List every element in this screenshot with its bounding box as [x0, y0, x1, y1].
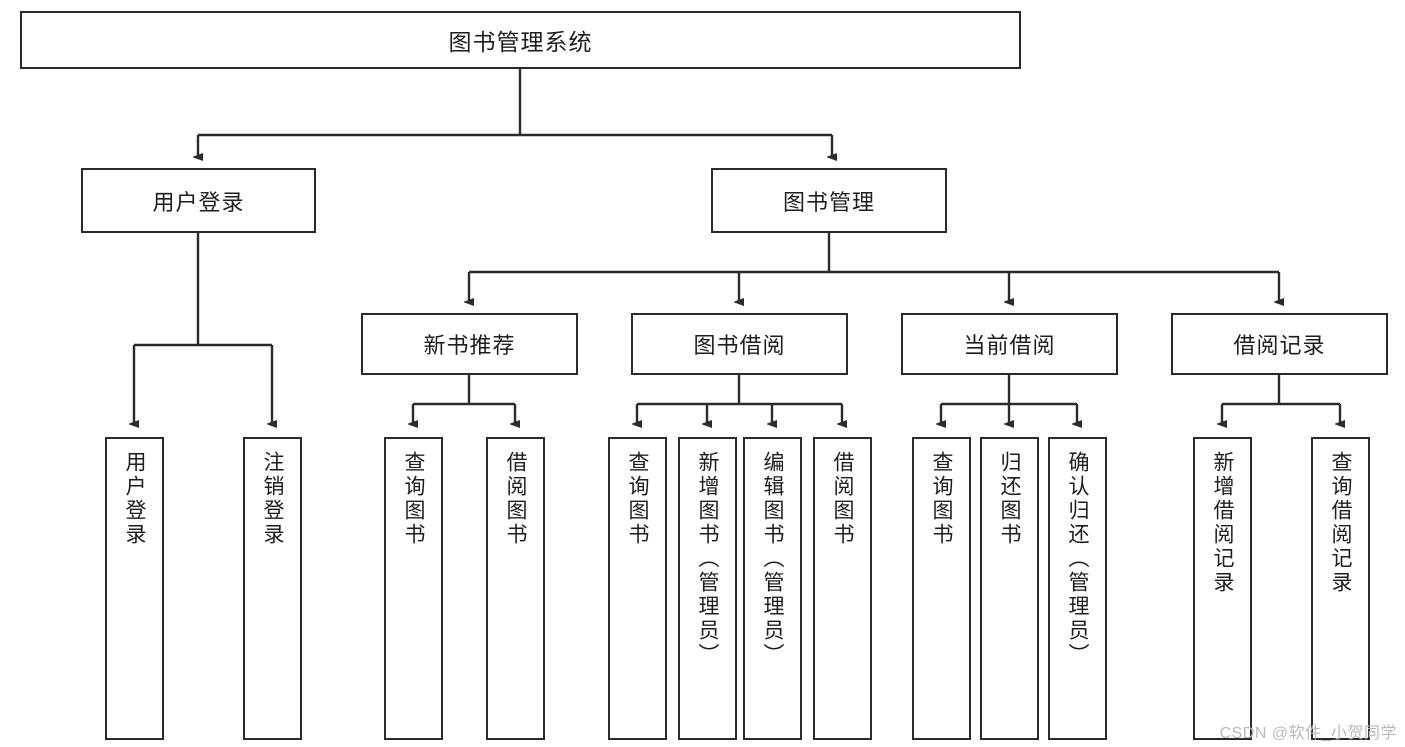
node-borrow-record[interactable]: 借阅记录: [1171, 313, 1388, 375]
leaf-node-user-login[interactable]: 用户登录: [105, 437, 164, 740]
leaf-node-add-borrow-record[interactable]: 新增借阅记录: [1193, 437, 1252, 740]
node-book-borrow[interactable]: 图书借阅: [631, 313, 848, 375]
node-label: 借阅图书: [831, 451, 854, 547]
node-new-book-recommend[interactable]: 新书推荐: [361, 313, 578, 375]
node-label: 编辑图书（管理员）: [761, 451, 784, 667]
node-label: 图书管理系统: [448, 29, 593, 55]
node-label: 新增图书（管理员）: [696, 451, 719, 667]
leaf-node-borrow-book[interactable]: 借阅图书: [813, 437, 872, 740]
node-label: 图书管理: [782, 189, 875, 215]
leaf-node-query-book-recommend[interactable]: 查询图书: [384, 437, 443, 740]
node-label: 借阅记录: [1233, 333, 1326, 358]
node-label: 查询图书: [930, 451, 953, 547]
leaf-node-edit-book-admin[interactable]: 编辑图书（管理员）: [743, 437, 802, 740]
node-label: 用户登录: [123, 451, 146, 547]
node-root-system[interactable]: 图书管理系统: [20, 11, 1021, 69]
leaf-node-return-book[interactable]: 归还图书: [980, 437, 1039, 740]
node-label: 当前借阅: [963, 333, 1056, 358]
leaf-node-confirm-return-admin[interactable]: 确认归还（管理员）: [1048, 437, 1107, 740]
leaf-node-query-book-current[interactable]: 查询图书: [912, 437, 971, 740]
node-label: 图书借阅: [693, 333, 786, 358]
node-label: 查询图书: [626, 451, 649, 547]
node-label: 查询图书: [402, 451, 425, 547]
node-current-borrow[interactable]: 当前借阅: [901, 313, 1118, 375]
leaf-node-logout[interactable]: 注销登录: [243, 437, 302, 740]
leaf-node-add-book-admin[interactable]: 新增图书（管理员）: [678, 437, 737, 740]
node-label: 查询借阅记录: [1329, 451, 1352, 595]
leaf-node-borrow-book-recommend[interactable]: 借阅图书: [486, 437, 545, 740]
leaf-node-query-book-borrow[interactable]: 查询图书: [608, 437, 667, 740]
node-label: 确认归还（管理员）: [1066, 451, 1089, 667]
node-label: 借阅图书: [504, 451, 527, 547]
node-user-login[interactable]: 用户登录: [81, 168, 316, 233]
node-label: 新书推荐: [423, 333, 516, 358]
csdn-watermark: CSDN @软件_小贺同学: [1219, 725, 1397, 742]
node-book-management[interactable]: 图书管理: [711, 168, 947, 233]
node-label: 注销登录: [261, 451, 284, 547]
node-label: 新增借阅记录: [1211, 451, 1234, 595]
leaf-node-query-borrow-record[interactable]: 查询借阅记录: [1311, 437, 1370, 740]
node-label: 归还图书: [998, 451, 1021, 547]
node-label: 用户登录: [152, 189, 245, 215]
